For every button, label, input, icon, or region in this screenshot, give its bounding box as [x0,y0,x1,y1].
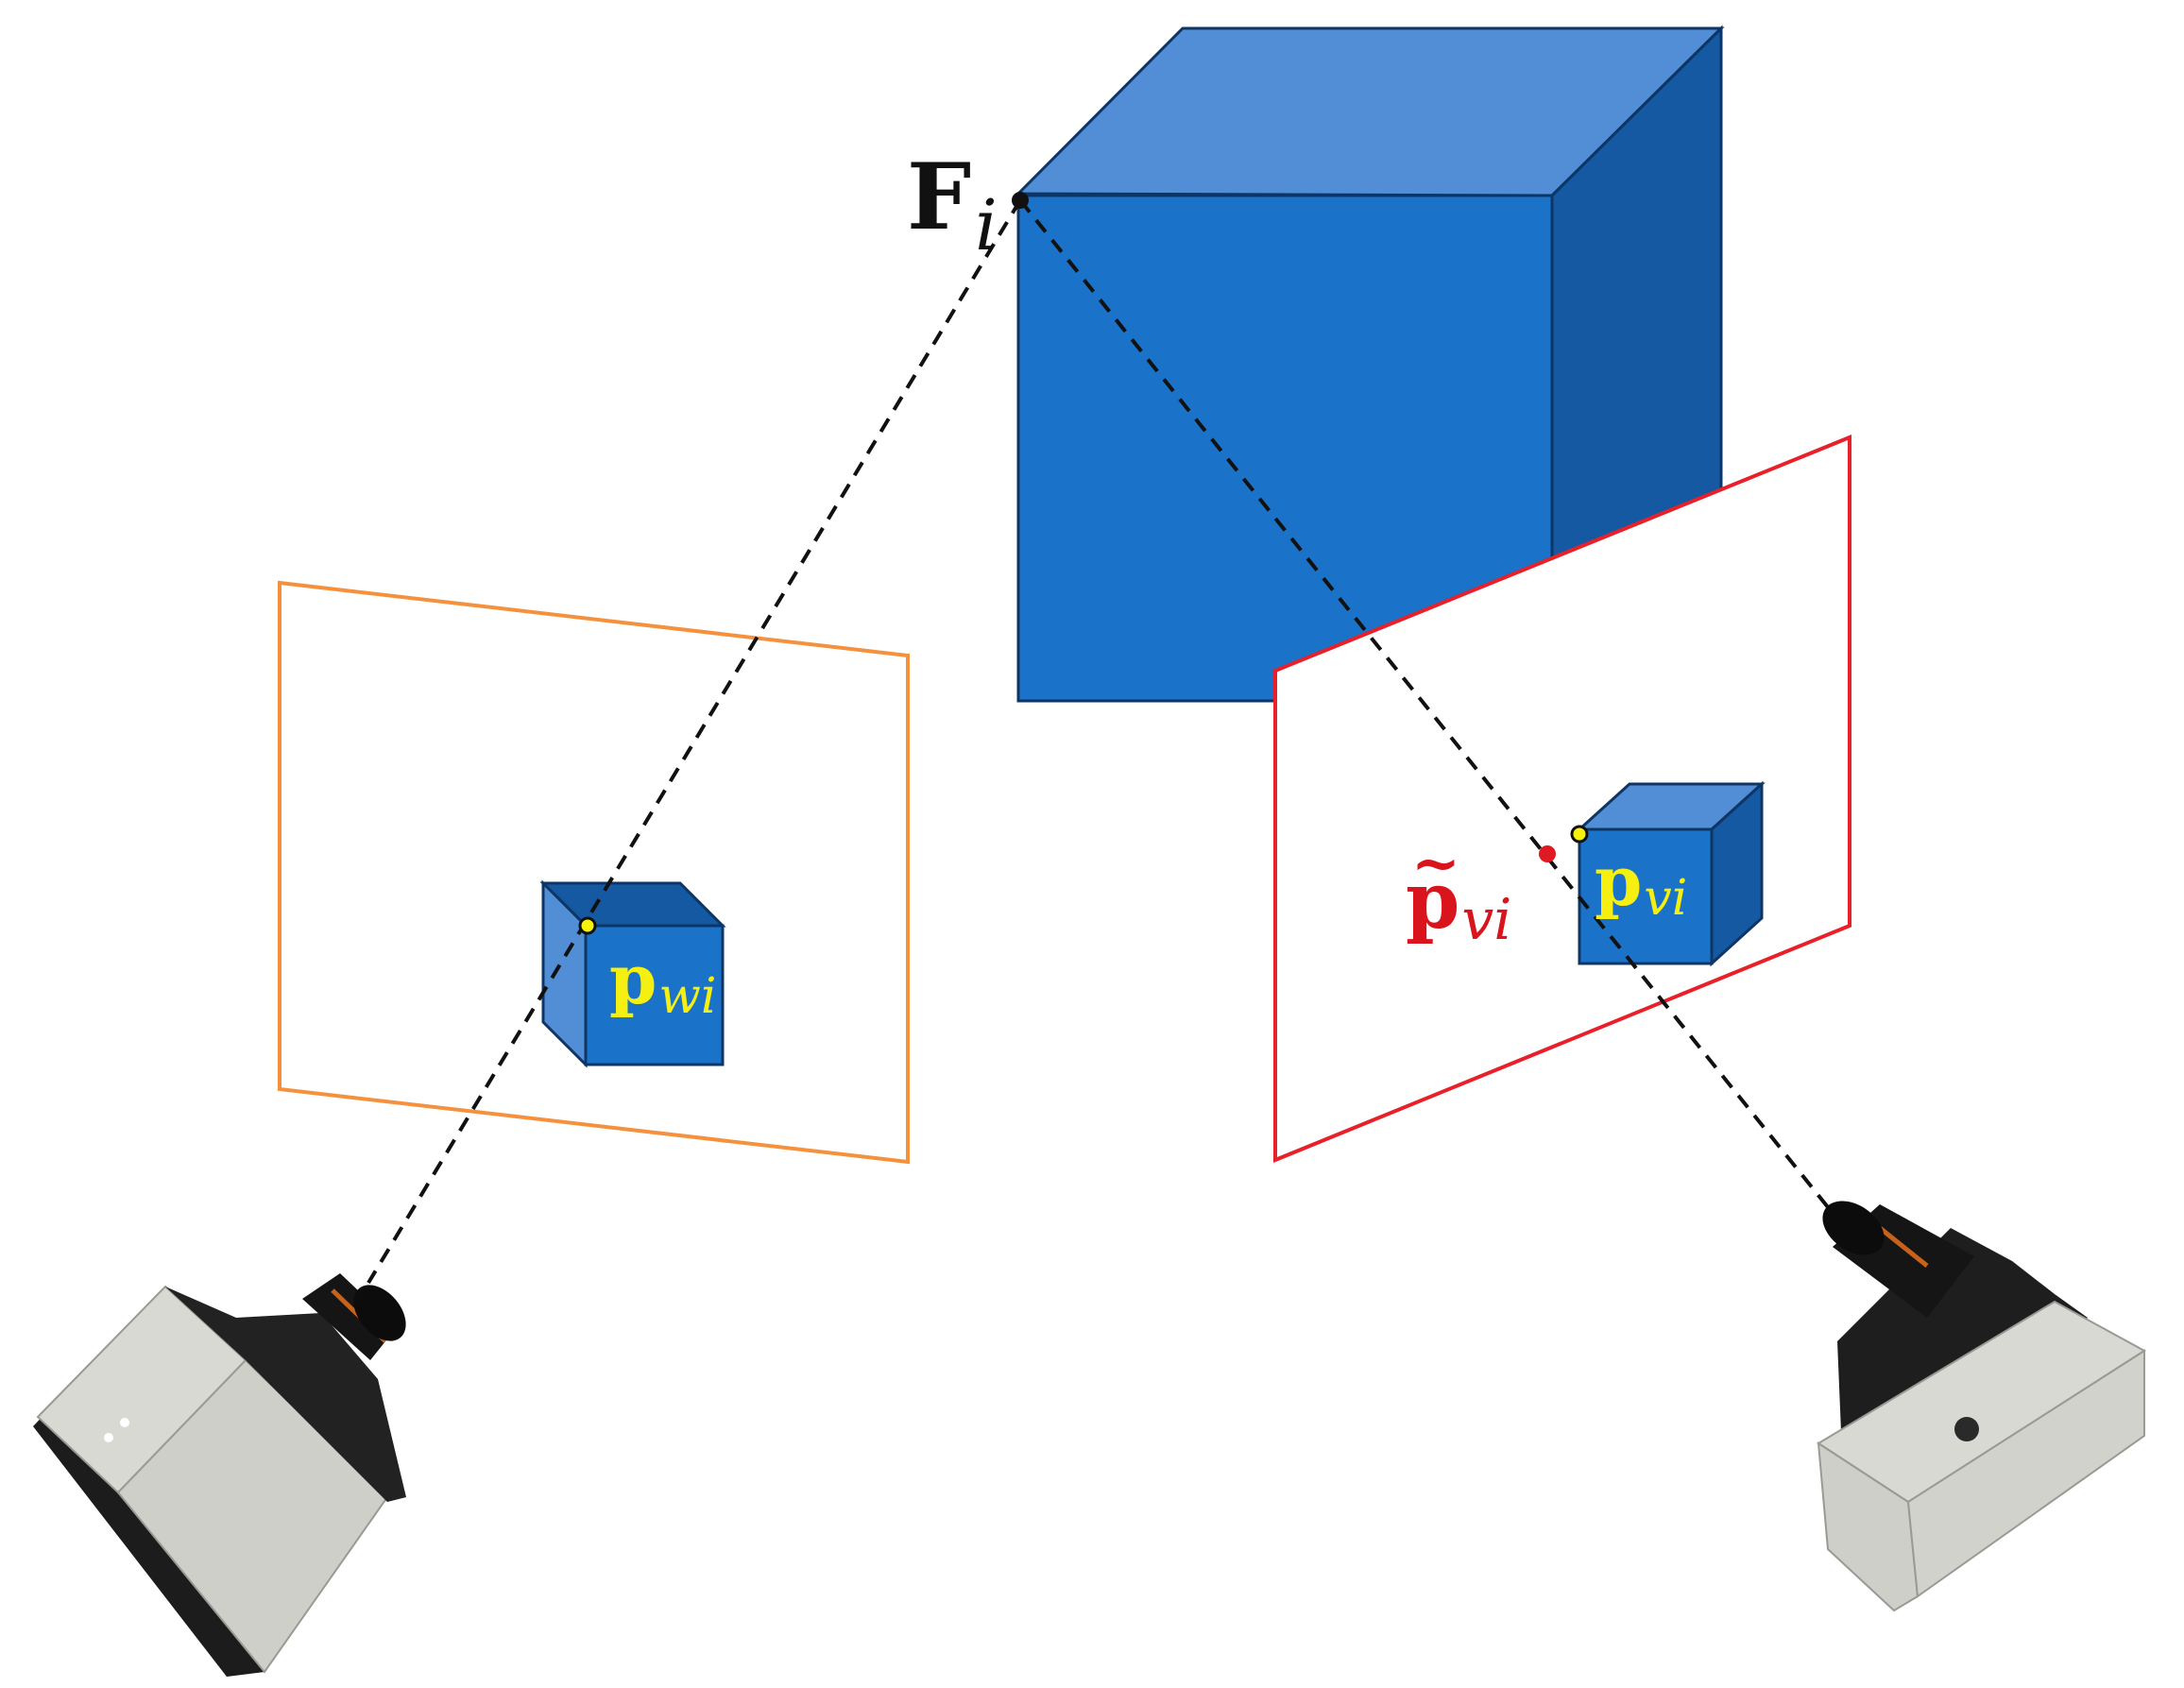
estimated-projection-dot [1539,845,1556,862]
left-camera-lens [302,1273,397,1360]
left-camera-icon [33,1273,406,1677]
right-image-plane [1273,435,1851,1163]
feature-point-label: Fi [907,144,998,266]
left-small-cube [539,879,726,1068]
left-small-cube-front [584,924,725,1066]
right-camera-lens-front [1822,1201,1885,1255]
right-small-cube [1576,780,1766,967]
virtual-estimate-label: ~ pvi [1406,828,1511,953]
virtual-estimate-text: pvi [1406,856,1511,953]
right-camera-hole [1954,1417,1979,1441]
left-camera-lens-front [353,1285,406,1341]
right-camera-icon [1817,1201,2146,1612]
left-projection-dot [578,916,597,935]
left-camera-hole [104,1433,113,1442]
feature-point-dot [1012,192,1029,209]
virtual-estimate-accent: ~ [1411,828,1460,897]
right-camera-lens-ring [1878,1226,1929,1268]
right-ray [1018,198,1830,1209]
left-camera-mount [165,1287,406,1502]
virtual-projection-label: pvi [1595,841,1687,927]
world-projection-label: pwi [609,939,716,1025]
left-image-plane [278,580,910,1165]
left-ray [367,198,1022,1285]
left-camera-hole [120,1418,129,1427]
right-camera-body-front [1817,1441,1920,1612]
right-projection-dot [1570,825,1589,844]
right-camera-body-side [1906,1349,2145,1598]
